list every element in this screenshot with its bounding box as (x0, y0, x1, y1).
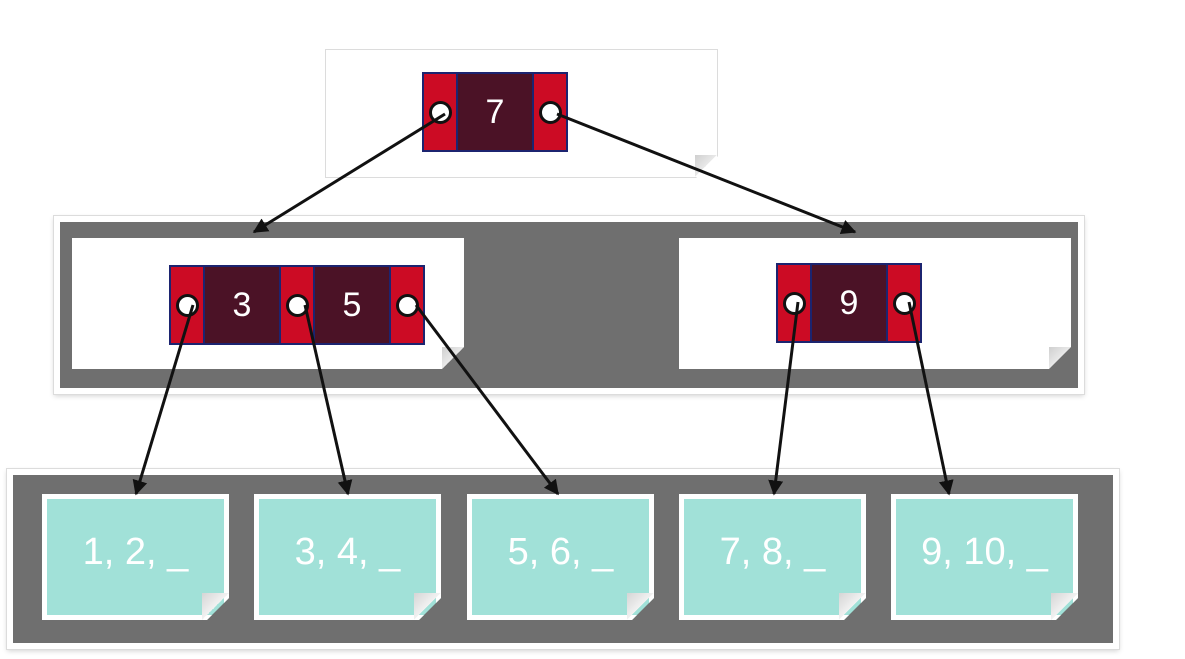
key-cell: 7 (458, 72, 532, 152)
leaf-entries: 7, 8, _ (719, 530, 826, 573)
internal-node-right: 9 (776, 263, 922, 343)
leaf-page: 3, 4, _ (254, 494, 441, 620)
pointer-dot-icon (285, 293, 309, 317)
root-node: 7 (422, 72, 568, 152)
pointer-dot-icon (538, 100, 562, 124)
leaf-entries: 9, 10, _ (921, 530, 1048, 573)
child-pointer-cell (776, 263, 812, 343)
child-pointer-cell (169, 265, 205, 345)
pointer-dot-icon (428, 100, 452, 124)
child-pointer-cell (279, 265, 315, 345)
leaf-page: 7, 8, _ (679, 494, 866, 620)
key-cell: 3 (205, 265, 279, 345)
pointer-dot-icon (782, 291, 806, 315)
child-pointer-cell (389, 265, 425, 345)
child-pointer-cell (532, 72, 568, 152)
child-pointer-cell (886, 263, 922, 343)
pointer-dot-icon (892, 291, 916, 315)
pointer-dot-icon (175, 293, 199, 317)
pointer-dot-icon (395, 293, 419, 317)
leaf-entries: 3, 4, _ (294, 530, 401, 573)
internal-node-left: 3 5 (169, 265, 425, 345)
page-fold (695, 155, 717, 177)
key-cell: 5 (315, 265, 389, 345)
leaf-entries: 1, 2, _ (82, 530, 189, 573)
leaf-page: 1, 2, _ (42, 494, 229, 620)
leaf-entries: 5, 6, _ (507, 530, 614, 573)
key-cell: 9 (812, 263, 886, 343)
leaf-page: 5, 6, _ (467, 494, 654, 620)
leaf-page: 9, 10, _ (891, 494, 1078, 620)
child-pointer-cell (422, 72, 458, 152)
